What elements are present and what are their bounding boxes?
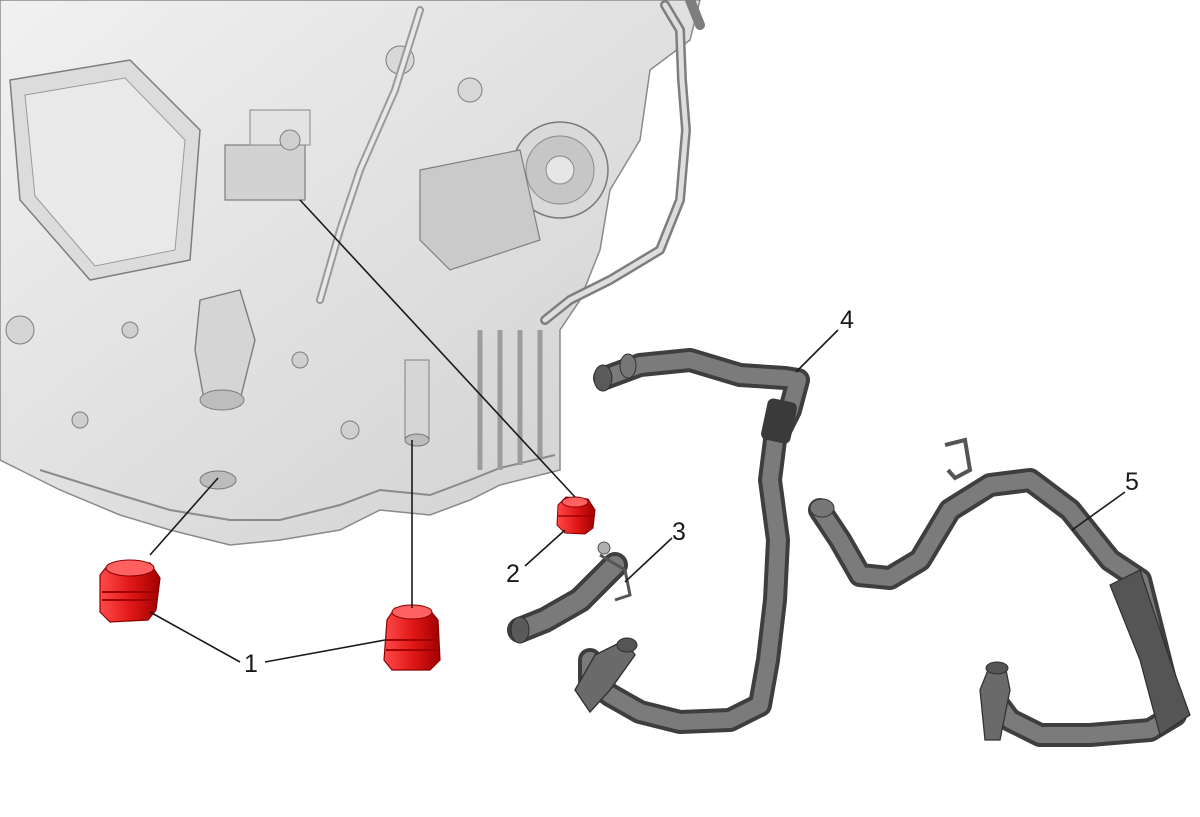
- leader-1b: [149, 611, 241, 663]
- leader-lines: [149, 199, 1126, 663]
- callout-3: 3: [672, 518, 686, 546]
- callout-5: 5: [1125, 468, 1139, 496]
- callout-2: 2: [506, 560, 520, 588]
- leader-3: [624, 537, 673, 583]
- callouts: 1 2 3 4 5: [244, 306, 1139, 678]
- plug-part-1-left: [99, 559, 161, 623]
- plug-part-1-right: [383, 604, 441, 671]
- plug-part-2: [556, 496, 596, 535]
- hose-part-5: [808, 437, 1191, 747]
- hose-part-3: [507, 541, 632, 644]
- leader-5: [1071, 491, 1126, 531]
- leader-2b: [524, 529, 566, 567]
- metal-coolant-pipe: [540, 0, 705, 325]
- callout-1: 1: [244, 650, 258, 678]
- engine-block: [0, 0, 701, 546]
- leader-2a: [299, 199, 576, 498]
- leader-1a: [149, 477, 219, 556]
- hose-part-4: [574, 348, 810, 734]
- callout-4: 4: [840, 306, 854, 334]
- leader-4: [795, 329, 839, 373]
- leader-1c: [264, 639, 386, 663]
